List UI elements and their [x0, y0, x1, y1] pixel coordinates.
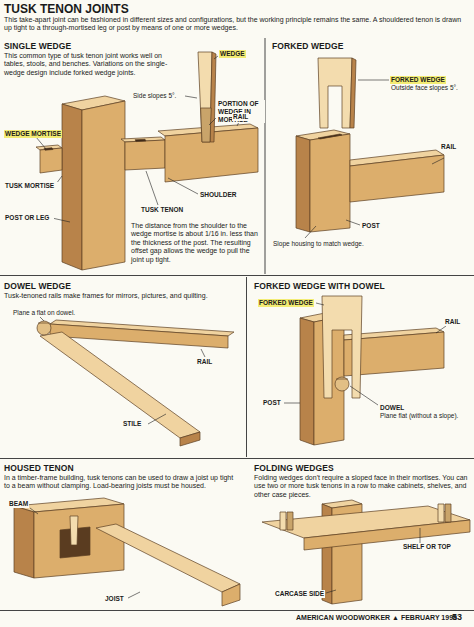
- part-label: JOIST: [104, 595, 125, 603]
- part-label: RAIL: [440, 143, 457, 151]
- part-label: STILE: [122, 420, 142, 428]
- section-panel: FORKED WEDGE: [268, 38, 474, 274]
- section-heading: DOWEL WEDGE: [4, 281, 241, 291]
- part-label: TUSK MORTISE: [4, 182, 60, 190]
- part-label: POST: [361, 222, 381, 230]
- section-panel: FOLDING WEDGESFolding wedges don't requi…: [250, 460, 474, 610]
- part-label: RAIL: [232, 113, 249, 121]
- section-description: Tusk-tenoned rails make frames for mirro…: [4, 292, 240, 300]
- section-heading: FOLDING WEDGES: [254, 463, 470, 473]
- part-label: BEAM: [8, 500, 29, 508]
- section-heading: FORKED WEDGE WITH DOWEL: [254, 281, 470, 291]
- part-label: POST: [262, 399, 282, 407]
- section-description: Folding wedges don't require a sloped fa…: [254, 474, 470, 499]
- part-label: RAIL: [444, 318, 461, 326]
- part-label: FORKED WEDGE: [390, 76, 446, 84]
- note-text: Slope housing to match wedge.: [272, 240, 366, 248]
- intro-text: This take-apart joint can be fashioned i…: [4, 16, 470, 33]
- note-text: Plane flat (without a slope).: [379, 412, 471, 420]
- part-label: TUSK TENON: [140, 206, 184, 214]
- part-label: SHOULDER: [199, 191, 237, 199]
- section-heading: FORKED WEDGE: [272, 41, 470, 51]
- part-label: WEDGE: [219, 50, 246, 58]
- note-text: Outside face slopes 5°.: [390, 84, 472, 92]
- part-label: POST OR LEG: [4, 214, 54, 222]
- section-description: In a timber-frame building, tusk tenons …: [4, 474, 240, 491]
- part-label: SHELF OR TOP: [402, 543, 452, 551]
- note-text: The distance from the shoulder to the we…: [130, 222, 262, 264]
- footer-text: AMERICAN WOODWORKER ▲ FEBRUARY 1998: [296, 614, 457, 622]
- section-panel: HOUSED TENONIn a timber-frame building, …: [0, 460, 245, 610]
- section-heading: HOUSED TENON: [4, 463, 241, 473]
- part-label: WEDGE MORTISE: [4, 130, 62, 138]
- note-text: Plane a flat on dowel.: [12, 309, 76, 317]
- part-label: RAIL: [196, 358, 213, 366]
- part-label: FORKED WEDGE: [258, 299, 314, 307]
- page-title: TUSK TENON JOINTS: [4, 2, 129, 16]
- section-description: This common type of tusk tenon joint wor…: [4, 52, 174, 77]
- part-label: CARCASE SIDE: [274, 590, 325, 598]
- section-panel: DOWEL WEDGETusk-tenoned rails make frame…: [0, 278, 245, 456]
- note-text: Side slopes 5°.: [132, 92, 177, 100]
- part-label: DOWEL: [379, 404, 405, 412]
- page-number: 53: [452, 612, 462, 623]
